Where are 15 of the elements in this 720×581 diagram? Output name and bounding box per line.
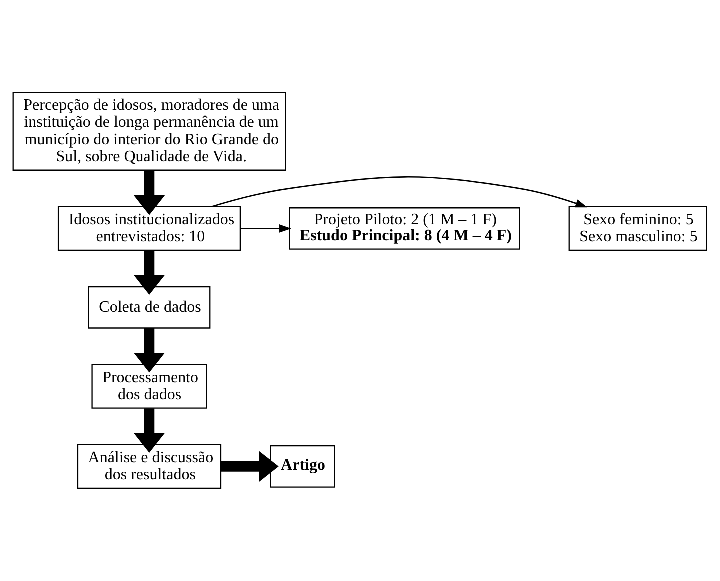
node-box: Idosos institucionalizados entrevistados: 10 bbox=[58, 206, 242, 252]
node-box: Coleta de dados bbox=[88, 286, 211, 329]
arrow bbox=[134, 408, 166, 453]
node-box: Sexo feminino: 5 Sexo masculino: 5 bbox=[568, 206, 708, 252]
node-box: Percepção de idosos, moradores de uma instituição de longa permanência de um município do interior do Rio Grande do Sul, sobre Qualidade de Vida. bbox=[12, 92, 286, 171]
arrow bbox=[212, 176, 588, 208]
arrow bbox=[134, 328, 166, 373]
node-box: Análise e discussão dos resultados bbox=[77, 444, 222, 489]
arrow bbox=[134, 170, 166, 216]
node-box: Processamento dos dados bbox=[92, 364, 208, 409]
node-box: Artigo bbox=[270, 446, 336, 488]
arrow bbox=[221, 451, 279, 482]
arrow bbox=[134, 250, 166, 295]
node-box: Projeto Piloto: 2 (1 M – 1 F) Estudo Principal: 8 (4 M – 4 F) bbox=[289, 208, 520, 250]
arrow bbox=[240, 224, 292, 233]
